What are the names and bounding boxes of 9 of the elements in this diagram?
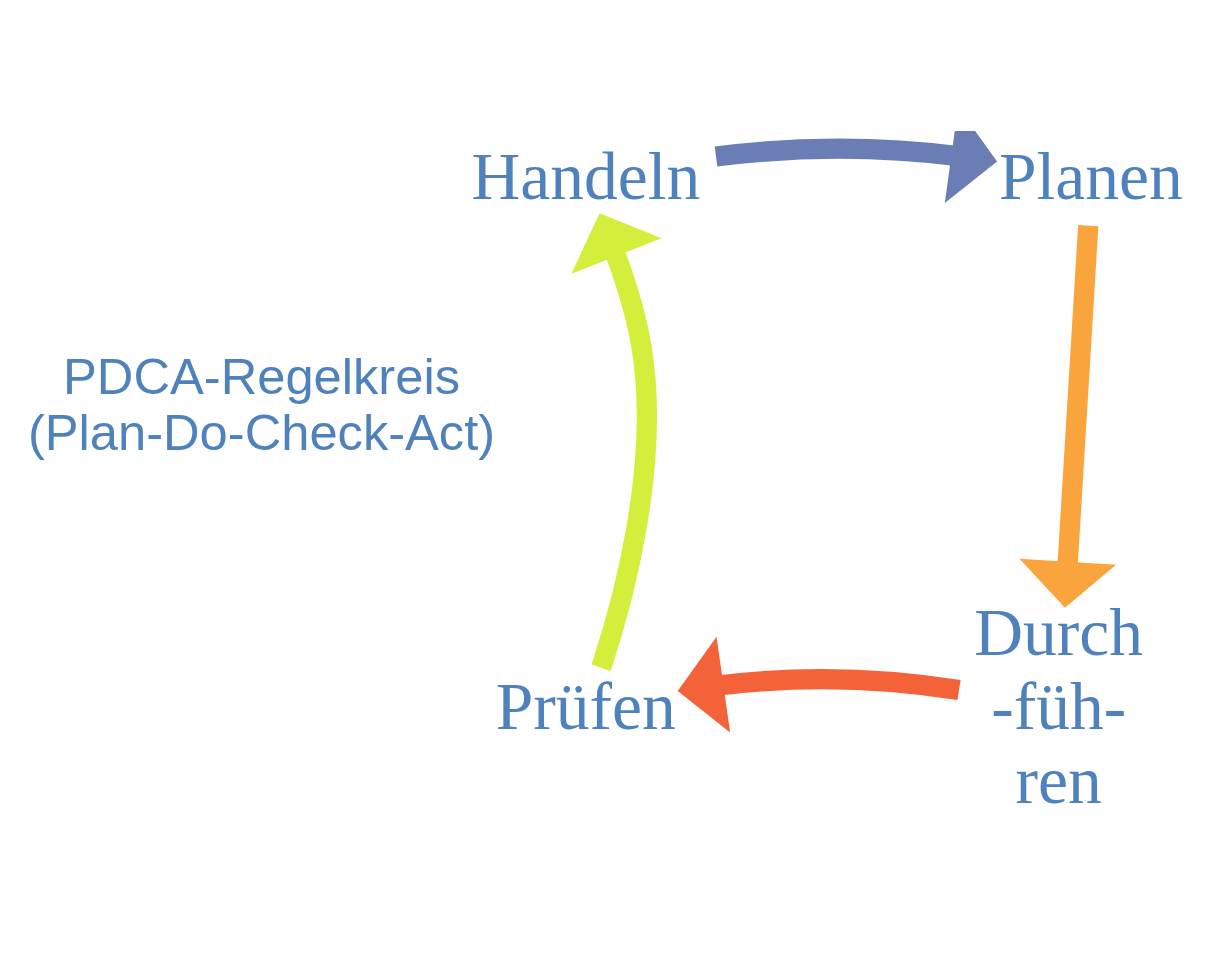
label: PDCA-Regelkreis (Plan-Do-Check-Act) — [27, 347, 496, 461]
node-text: Handeln — [471, 138, 701, 214]
node-text: Durch -füh- ren — [974, 594, 1144, 818]
node-text: Prüfen — [495, 668, 676, 744]
arrow — [677, 636, 961, 733]
node-text: Planen — [998, 138, 1183, 214]
arrow — [714, 130, 998, 203]
arrow — [571, 212, 662, 671]
arrow — [1019, 224, 1117, 608]
